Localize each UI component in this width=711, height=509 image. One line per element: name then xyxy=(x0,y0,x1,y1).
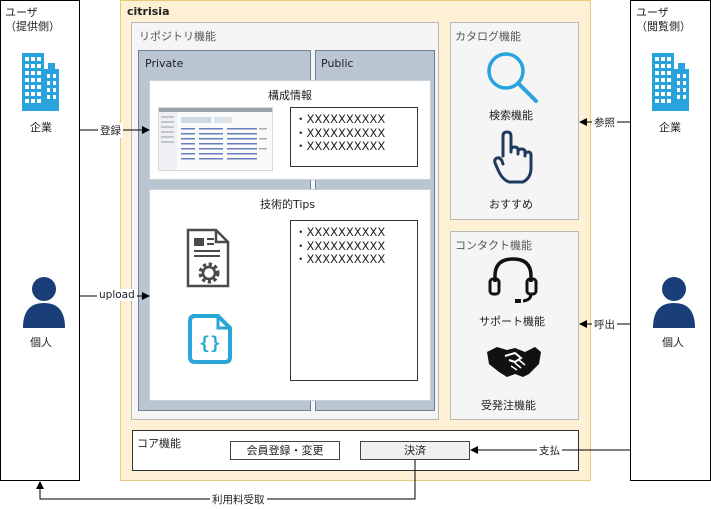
tips-item-2: ・XXXXXXXXXX xyxy=(295,238,386,253)
support-function-label: サポート機能 xyxy=(479,315,545,328)
headset-icon xyxy=(488,257,538,303)
reference-edge-label: 参照 xyxy=(592,115,617,130)
building-icon xyxy=(652,53,689,111)
left-user-subtitle: （提供側） xyxy=(5,20,60,33)
search-function-label: 検索機能 xyxy=(489,109,533,122)
register-edge-label: 登録 xyxy=(98,123,123,138)
left-user-box: ユーザ （提供側） 企業 個人 xyxy=(0,0,80,481)
upload-edge-label: upload xyxy=(97,289,137,301)
svg-text:{}: {} xyxy=(199,333,221,354)
right-user-title: ユーザ xyxy=(636,6,669,19)
building-icon xyxy=(22,53,59,111)
person-icon xyxy=(653,277,695,328)
private-label: Private xyxy=(145,57,184,70)
right-person-label: 個人 xyxy=(662,336,684,349)
catalog-title: カタログ機能 xyxy=(455,30,521,43)
recommend-label: おすすめ xyxy=(489,198,533,211)
left-company-label: 企業 xyxy=(30,121,52,134)
tips-item-3: ・XXXXXXXXXX xyxy=(295,252,386,266)
screenshot-image xyxy=(159,108,272,170)
document-gear-icon xyxy=(186,228,230,288)
json-file-icon: {} xyxy=(188,314,232,364)
payment-button[interactable]: 決済 xyxy=(360,441,470,460)
contact-title: コンタクト機能 xyxy=(455,239,532,252)
call-edge-label: 呼出 xyxy=(592,317,617,332)
config-info-title: 構成情報 xyxy=(268,89,312,102)
pointer-hand-icon xyxy=(493,130,533,184)
config-item-2: ・XXXXXXXXXX xyxy=(295,125,386,140)
public-label: Public xyxy=(321,57,354,70)
repository-title: リポジトリ機能 xyxy=(139,30,216,43)
citrisia-title: citrisia xyxy=(127,5,170,18)
config-info-list: ・XXXXXXXXXX ・XXXXXXXXXX ・XXXXXXXXXX xyxy=(290,107,418,167)
right-user-box: ユーザ （閲覧側） 企業 個人 xyxy=(630,0,711,481)
tips-item-1: ・XXXXXXXXXX xyxy=(295,225,386,239)
catalog-panel: カタログ機能 検索機能 おすすめ xyxy=(450,22,579,220)
right-company-label: 企業 xyxy=(659,121,681,134)
fee-edge-label: 利用料受取 xyxy=(210,492,267,507)
right-user-subtitle: （閲覧側） xyxy=(636,20,691,33)
config-screenshot-thumbnail xyxy=(158,107,273,171)
config-item-1: ・XXXXXXXXXX xyxy=(295,112,386,126)
config-item-3: ・XXXXXXXXXX xyxy=(295,139,386,153)
left-person-label: 個人 xyxy=(30,336,52,349)
member-registration-button[interactable]: 会員登録・変更 xyxy=(230,441,340,460)
handshake-icon xyxy=(487,347,541,377)
left-user-title: ユーザ xyxy=(5,6,38,19)
tech-tips-title: 技術的Tips xyxy=(260,198,316,211)
order-function-label: 受発注機能 xyxy=(481,399,536,412)
search-icon xyxy=(487,52,538,103)
pay-edge-label: 支払 xyxy=(537,443,562,458)
contact-panel: コンタクト機能 サポート機能 受発注機能 xyxy=(450,231,579,420)
core-title: コア機能 xyxy=(137,437,181,450)
tech-tips-list: ・XXXXXXXXXX ・XXXXXXXXXX ・XXXXXXXXXX xyxy=(290,220,418,381)
person-icon xyxy=(23,277,65,328)
